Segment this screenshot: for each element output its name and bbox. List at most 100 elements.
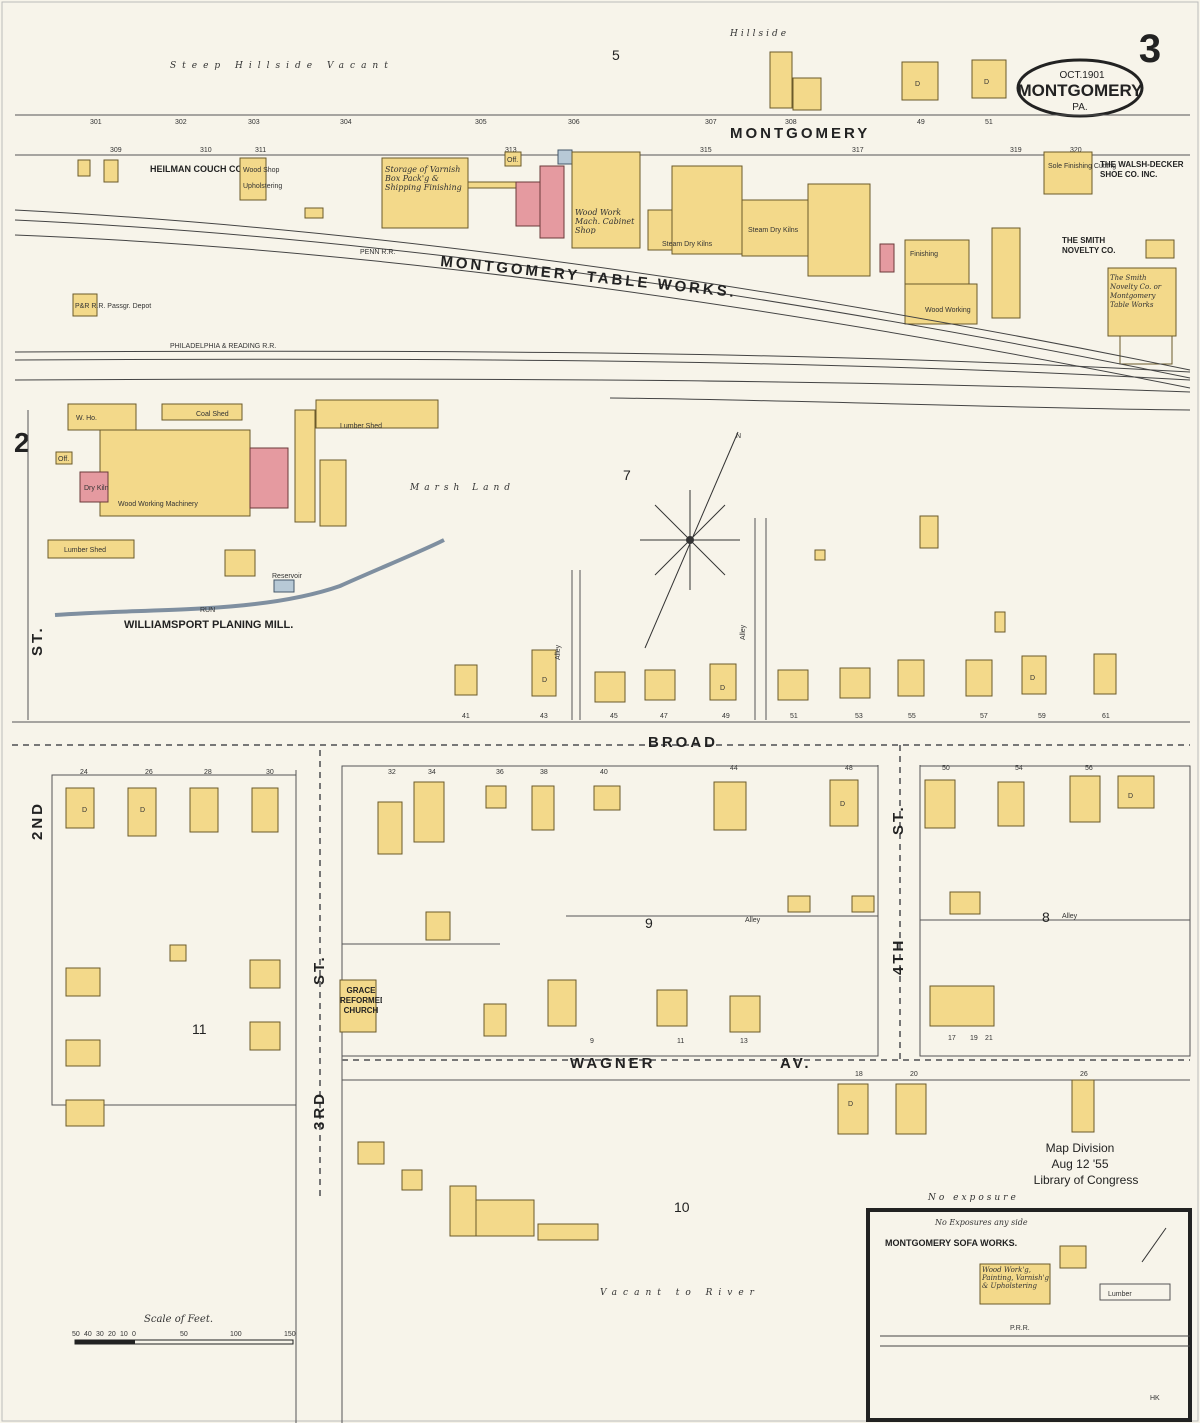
library-stamp: Map Division Aug 12 '55 Library of Congr… — [1034, 1141, 1139, 1187]
svg-text:Sole Finishing Cutting: Sole Finishing Cutting — [1048, 163, 1116, 170]
block-11-dwellings — [65, 787, 281, 1127]
small-bldg — [1145, 239, 1175, 259]
svg-text:30: 30 — [96, 1331, 104, 1338]
street-4th: 4TH — [890, 938, 907, 975]
svg-text:43: 43 — [540, 713, 548, 720]
svg-text:28: 28 — [204, 769, 212, 776]
town-name: MONTGOMERY — [1018, 81, 1144, 100]
block-10-buildings — [357, 1079, 1095, 1241]
railroad-tracks — [14, 209, 1191, 411]
dry-kiln — [647, 209, 673, 251]
svg-text:313: 313 — [505, 147, 517, 154]
svg-text:P&R R.R. Passgr. Depot: P&R R.R. Passgr. Depot — [75, 303, 151, 310]
svg-text:48: 48 — [845, 765, 853, 772]
svg-text:306: 306 — [568, 119, 580, 126]
block-8-dwellings — [924, 775, 1155, 1027]
block-9-outline — [341, 765, 879, 1057]
svg-text:36: 36 — [496, 769, 504, 776]
main-factory — [807, 183, 871, 277]
svg-text:19: 19 — [970, 1035, 978, 1042]
svg-text:26: 26 — [1080, 1071, 1088, 1078]
svg-text:D: D — [840, 801, 845, 808]
block-7-dwellings — [454, 515, 1117, 703]
svg-text:Map Division: Map Division — [1046, 1141, 1115, 1155]
svg-text:Lumber Shed: Lumber Shed — [64, 547, 106, 554]
svg-text:51: 51 — [790, 713, 798, 720]
svg-text:51: 51 — [985, 119, 993, 126]
svg-text:Alley: Alley — [555, 644, 562, 660]
svg-text:41: 41 — [462, 713, 470, 720]
platform-frame — [1119, 335, 1173, 365]
svg-text:304: 304 — [340, 119, 352, 126]
svg-text:50: 50 — [180, 1331, 188, 1338]
svg-text:Lumber: Lumber — [1108, 1291, 1132, 1298]
reservoir — [273, 579, 295, 593]
svg-text:40: 40 — [600, 769, 608, 776]
svg-text:21: 21 — [985, 1035, 993, 1042]
planing-mill-main — [99, 429, 251, 517]
water-tank — [557, 149, 573, 165]
steam-dry-kiln — [294, 409, 316, 523]
svg-text:Scale of Feet.: Scale of Feet. — [144, 1314, 213, 1325]
note-hillside: Hillside — [729, 29, 789, 39]
storage-bldg — [381, 157, 469, 229]
svg-text:Steam Dry Kilns: Steam Dry Kilns — [662, 241, 713, 248]
wood-working-finishing — [991, 227, 1021, 319]
boiler-shed — [1059, 1245, 1087, 1269]
note-marsh-land: Marsh Land — [409, 483, 515, 493]
small-shed — [304, 207, 324, 219]
walsh-decker-factory — [1043, 151, 1093, 195]
svg-text:ST.: ST. — [890, 804, 907, 835]
sheet-number: 3 — [1139, 27, 1161, 71]
sofa-works-inset — [866, 1208, 1192, 1422]
smith-novelty-label: THE SMITH NOVELTY CO. — [1062, 236, 1116, 255]
lumber-area — [1099, 1283, 1171, 1301]
svg-text:32: 32 — [388, 769, 396, 776]
svg-text:56: 56 — [1085, 765, 1093, 772]
svg-text:18: 18 — [855, 1071, 863, 1078]
svg-text:11: 11 — [677, 1038, 684, 1045]
office-bldg — [55, 451, 73, 465]
street-av: AV. — [780, 1055, 812, 1072]
svg-text:D: D — [915, 81, 920, 88]
svg-text:D: D — [720, 685, 725, 692]
finishing-bldg — [904, 239, 970, 285]
planing-mill-label: WILLIAMSPORT PLANING MILL. — [124, 619, 293, 631]
lumber-shed-vert — [319, 459, 347, 527]
street-montgomery: MONTGOMERY — [730, 125, 870, 142]
platform-bldg — [769, 51, 793, 109]
sofa-bldg-label: Wood Work'g, Painting, Varnish'g & Uphol… — [982, 1266, 1049, 1290]
lumber-shed-lower — [47, 539, 135, 559]
coal-shed — [161, 403, 243, 421]
svg-text:100: 100 — [230, 1331, 242, 1338]
svg-text:317: 317 — [852, 147, 864, 154]
svg-text:D: D — [984, 79, 989, 86]
inset-north-arrow — [1141, 1227, 1167, 1263]
sofa-works-bldg — [979, 1263, 1051, 1305]
covered-bridge — [467, 181, 517, 189]
svg-text:303: 303 — [248, 119, 260, 126]
svg-text:302: 302 — [175, 119, 187, 126]
street-wagner: WAGNER — [570, 1055, 656, 1072]
svg-text:45: 45 — [610, 713, 618, 720]
svg-text:49: 49 — [722, 713, 730, 720]
svg-text:Reservoir: Reservoir — [272, 573, 303, 580]
street-st-label: ST. — [29, 625, 46, 656]
boiler-house — [879, 243, 895, 273]
svg-text:310: 310 — [200, 147, 212, 154]
svg-text:55: 55 — [908, 713, 916, 720]
svg-text:54: 54 — [1015, 765, 1023, 772]
svg-text:13: 13 — [740, 1038, 748, 1045]
boiler-room — [539, 165, 565, 239]
svg-text:50: 50 — [72, 1331, 80, 1338]
svg-text:Alley: Alley — [745, 917, 761, 924]
wood-work-mach-bldg — [571, 151, 641, 249]
hot-house — [224, 549, 256, 577]
block-7: 7 — [623, 467, 631, 483]
dry-kilns-bldg — [671, 165, 743, 255]
svg-text:Lumber Shed: Lumber Shed — [340, 423, 382, 430]
block-11-outline — [51, 774, 297, 1106]
svg-text:59: 59 — [1038, 713, 1046, 720]
scale-of-feet: Scale of Feet. 50 40 30 20 10 0 50 100 1… — [72, 1314, 296, 1345]
